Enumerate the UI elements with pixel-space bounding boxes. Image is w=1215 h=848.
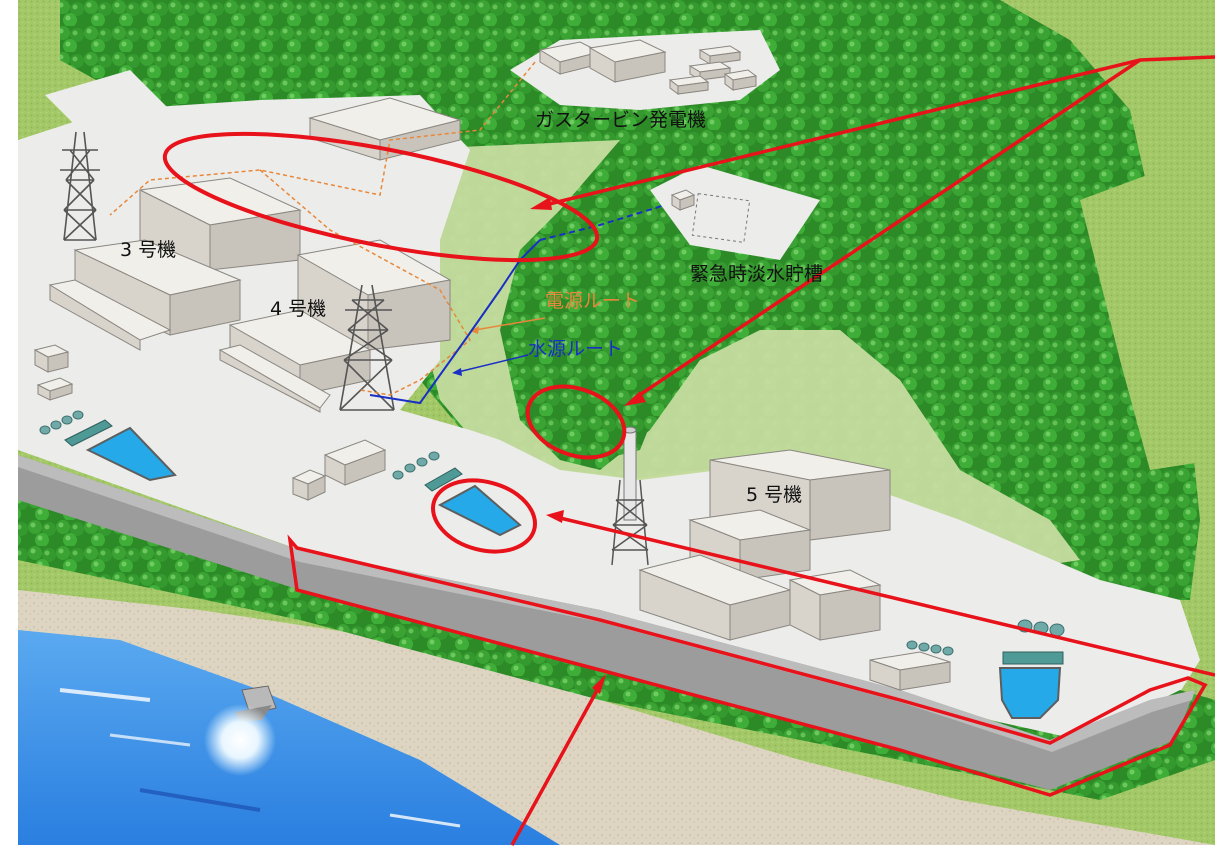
highlight-ellipse-intake [431,478,537,554]
screen-grids [64,419,1064,665]
label-unit5: 5 号機 [746,484,803,506]
label-gas-turbine: ガスタービン発電機 [535,109,707,131]
slope-terrain [390,140,1080,575]
power-route-line [109,61,536,396]
small-sheds [33,189,951,691]
label-unit3: 3 号機 [120,239,177,261]
water-route-line [369,239,541,405]
water-route-pointer [457,354,529,373]
label-fresh-water-tank: 緊急時淡水貯槽 [690,263,824,285]
label-unit4: 4 号機 [270,298,327,320]
power-route-arrowhead [470,326,479,334]
tank-outline [691,193,751,243]
transmission-tower-icon [60,131,100,241]
label-water-route: 水源ルート [528,338,624,360]
water-tank-pad [650,165,820,260]
wave [139,788,261,812]
forest-knoll [525,240,730,460]
intake-pools [85,426,1062,719]
upper-left-lot [45,70,180,150]
wave [389,813,461,828]
highlight-ellipse-knoll [525,384,627,460]
highlight-ellipse-route-area [162,131,600,263]
unit3-building [48,177,302,351]
stack-chimney-icon [611,426,649,566]
transmission-tower-icon [339,284,395,411]
callout-arrows [510,55,1215,846]
unit4-building [218,239,452,413]
gas-turbine-buildings [538,39,758,95]
grass-clearing [1080,150,1215,470]
wave [109,733,191,747]
highlight-seawall-outline [287,534,1208,797]
water-route-dashed [539,204,666,241]
unit5-building [638,449,891,641]
power-route-pointer [474,317,546,331]
water-route-arrowhead [452,368,462,376]
floodlight-icon [204,685,277,776]
callout-arrowheads [530,197,646,694]
wave [59,688,151,702]
label-power-route: 電源ルート [545,290,641,312]
